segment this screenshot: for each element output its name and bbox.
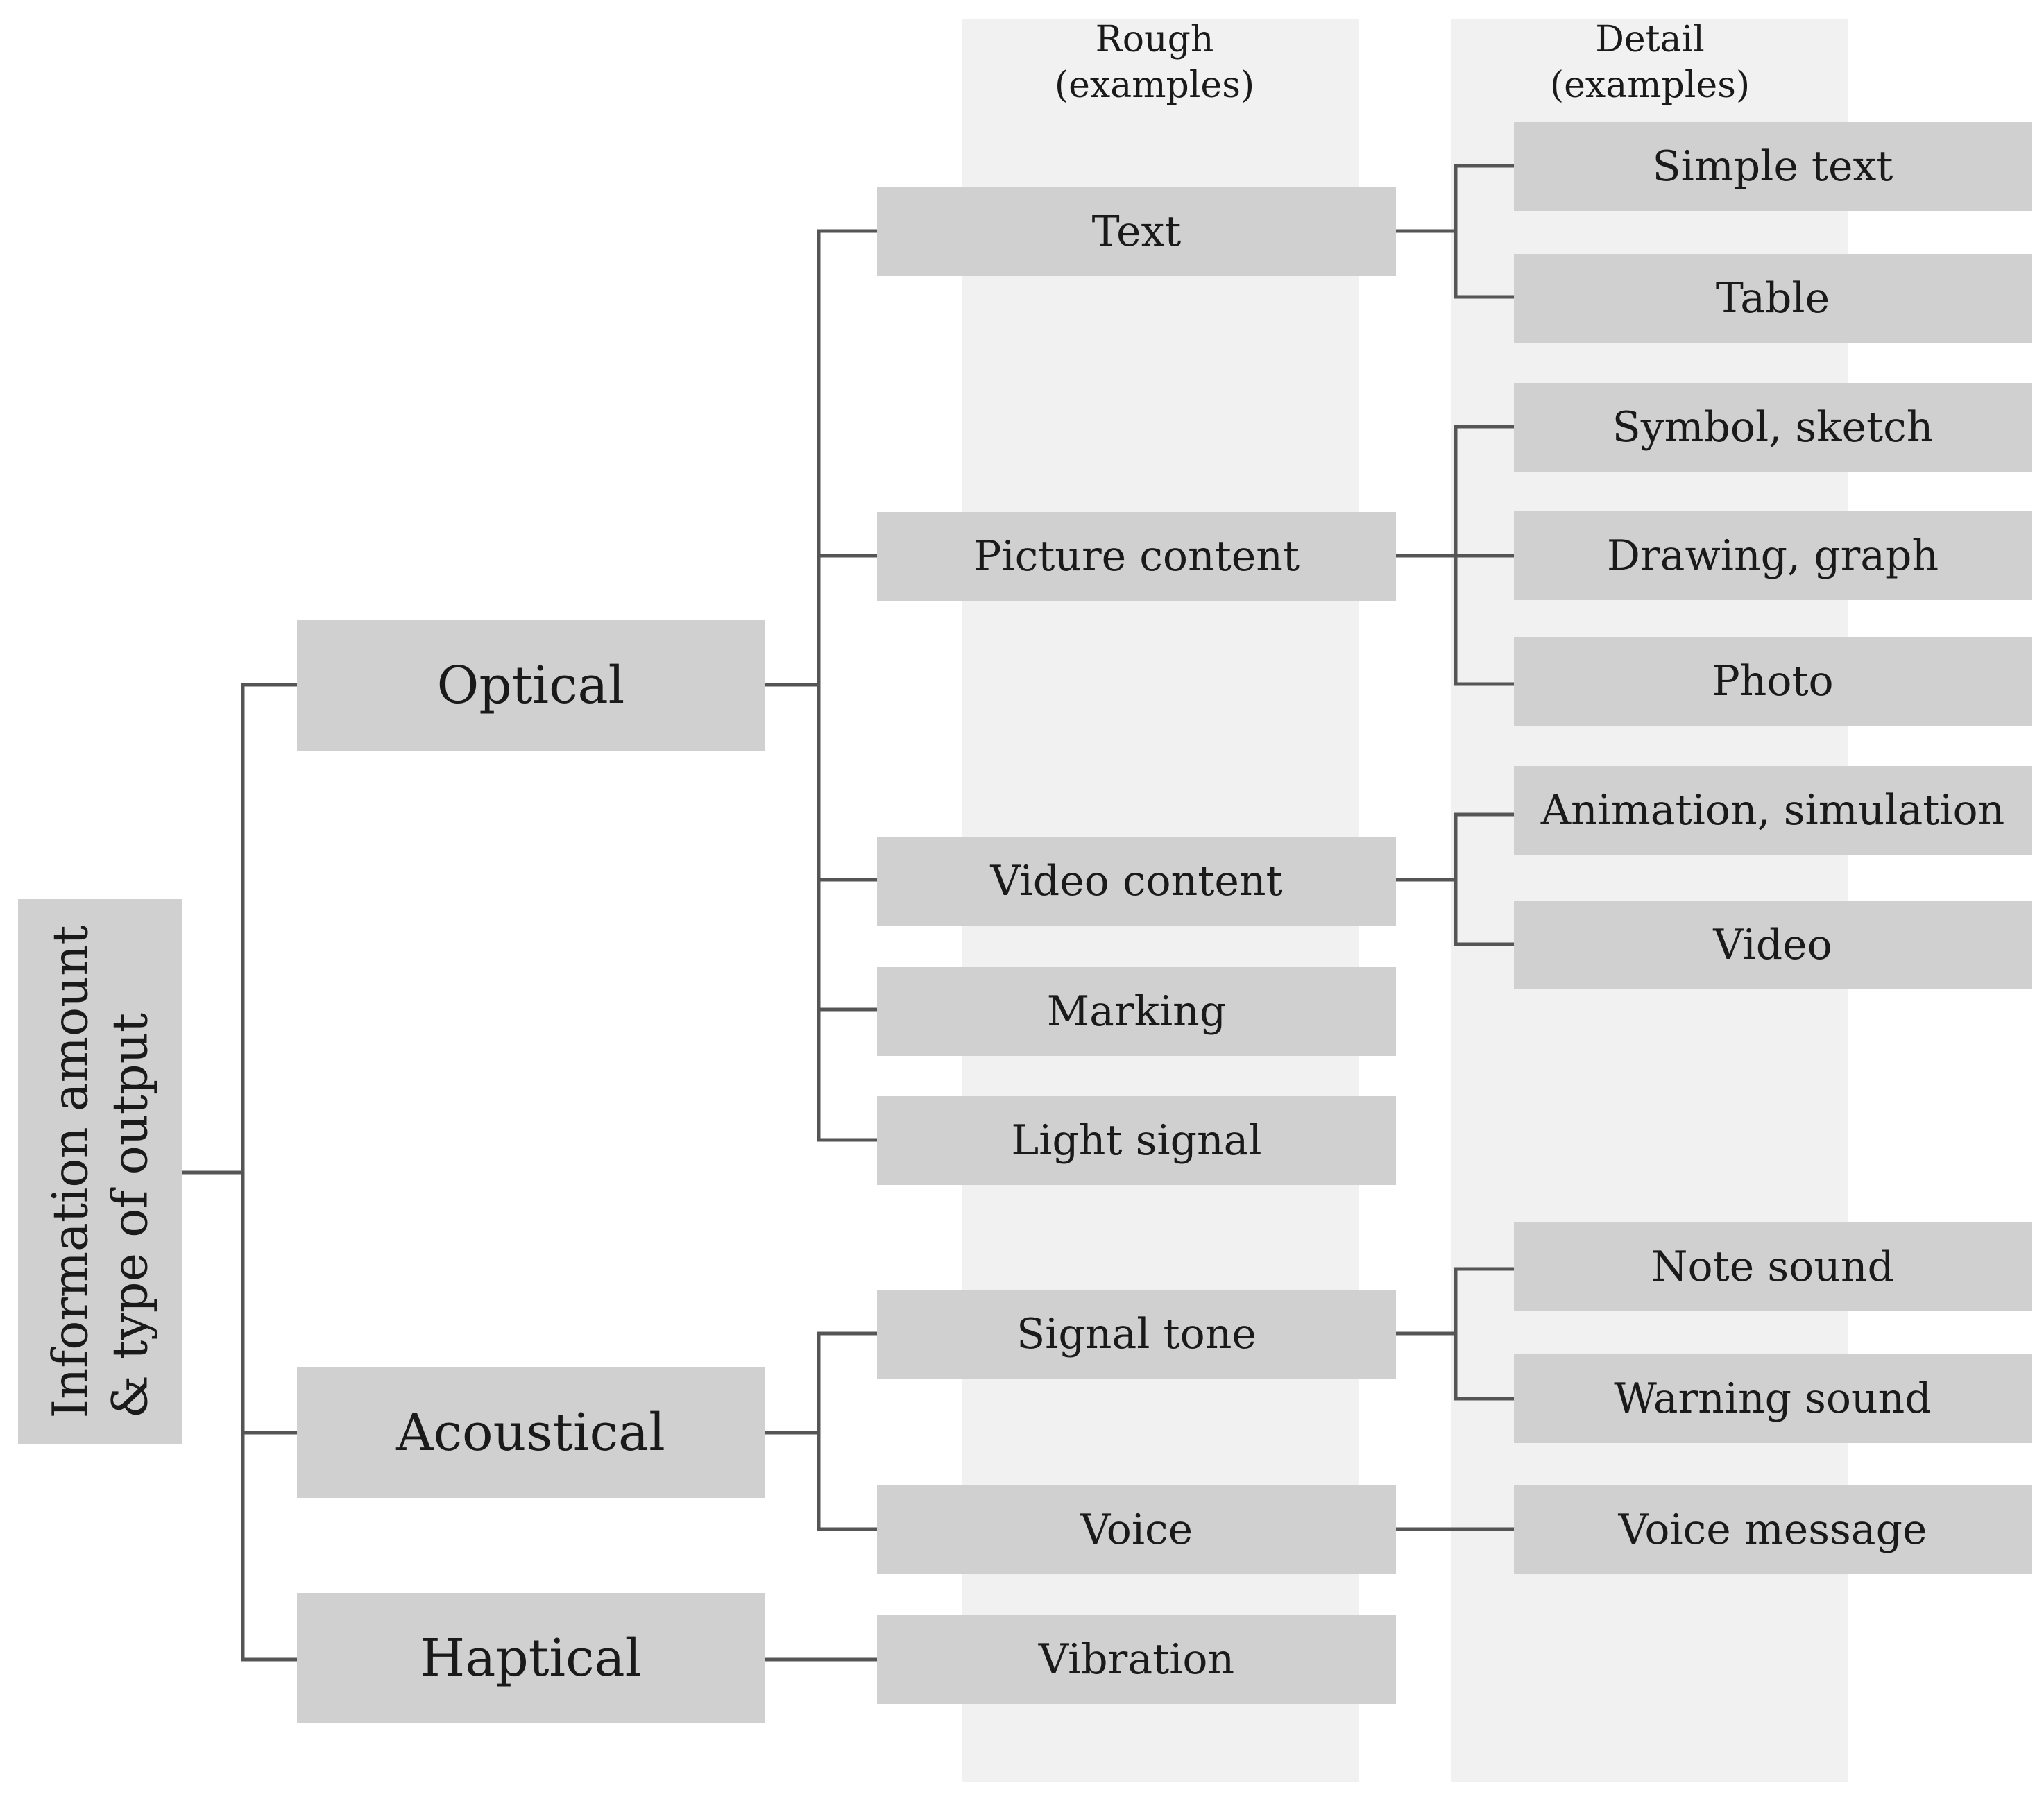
node-vibration: Vibration — [877, 1615, 1396, 1704]
node-symbol-sketch-label: Symbol, sketch — [1612, 403, 1934, 452]
connector-level1-trunk — [241, 683, 297, 1662]
rough-column-header: Rough (examples) — [962, 17, 1347, 108]
root-label-line1: Information amount — [42, 925, 99, 1419]
node-signal-tone-label: Signal tone — [1016, 1310, 1257, 1358]
node-video-content: Video content — [877, 837, 1396, 926]
root-label-line2: & type of output — [101, 1013, 158, 1419]
node-photo-label: Photo — [1712, 657, 1834, 706]
node-haptical-label: Haptical — [420, 1628, 642, 1688]
node-light-signal: Light signal — [877, 1096, 1396, 1185]
node-vibration-label: Vibration — [1038, 1635, 1235, 1684]
node-optical-label: Optical — [436, 656, 625, 715]
node-animation-simulation: Animation, simulation — [1514, 766, 2032, 855]
node-acoustical-label: Acoustical — [396, 1403, 665, 1463]
rough-header-line1: Rough — [1095, 19, 1214, 60]
node-symbol-sketch: Symbol, sketch — [1514, 383, 2032, 472]
node-video-content-label: Video content — [990, 857, 1283, 905]
connector-acoustical-trunk — [817, 1331, 877, 1531]
node-signal-tone: Signal tone — [877, 1290, 1396, 1379]
node-drawing-graph-label: Drawing, graph — [1606, 531, 1939, 580]
node-animation-simulation-label: Animation, simulation — [1540, 786, 2005, 835]
node-acoustical: Acoustical — [297, 1367, 765, 1498]
node-drawing-graph: Drawing, graph — [1514, 511, 2032, 600]
node-text-label: Text — [1091, 207, 1182, 256]
node-simple-text-label: Simple text — [1652, 142, 1893, 191]
node-video-label: Video — [1713, 921, 1832, 969]
connector-optical-trunk — [817, 229, 877, 1142]
node-voice-label: Voice — [1080, 1506, 1193, 1554]
node-picture-content: Picture content — [877, 512, 1396, 601]
node-simple-text: Simple text — [1514, 122, 2032, 211]
node-voice: Voice — [877, 1485, 1396, 1574]
node-note-sound-label: Note sound — [1651, 1243, 1894, 1291]
node-light-signal-label: Light signal — [1011, 1116, 1262, 1165]
node-table: Table — [1514, 254, 2032, 343]
connector-text-trunk — [1454, 164, 1514, 299]
node-table-label: Table — [1715, 274, 1830, 323]
connector-signal-trunk — [1454, 1267, 1514, 1401]
rough-header-line2: (examples) — [1054, 65, 1255, 106]
node-text: Text — [877, 187, 1396, 276]
node-video: Video — [1514, 901, 2032, 989]
node-voice-message-label: Voice message — [1618, 1506, 1927, 1554]
connector-video-trunk — [1454, 812, 1514, 946]
connector-picture-trunk — [1454, 425, 1514, 686]
node-photo: Photo — [1514, 637, 2032, 726]
node-haptical: Haptical — [297, 1593, 765, 1723]
node-warning-sound: Warning sound — [1514, 1354, 2032, 1443]
detail-column-header: Detail (examples) — [1451, 17, 1848, 108]
node-marking: Marking — [877, 967, 1396, 1056]
node-picture-content-label: Picture content — [973, 532, 1300, 581]
node-marking-label: Marking — [1046, 987, 1227, 1036]
detail-header-line2: (examples) — [1549, 65, 1751, 106]
root-node: Information amount & type of output — [18, 899, 182, 1444]
node-voice-message: Voice message — [1514, 1485, 2032, 1574]
detail-header-line1: Detail — [1595, 19, 1705, 60]
node-note-sound: Note sound — [1514, 1222, 2032, 1311]
root-label: Information amount & type of output — [40, 926, 160, 1419]
node-optical: Optical — [297, 620, 765, 751]
node-warning-sound-label: Warning sound — [1614, 1374, 1932, 1423]
